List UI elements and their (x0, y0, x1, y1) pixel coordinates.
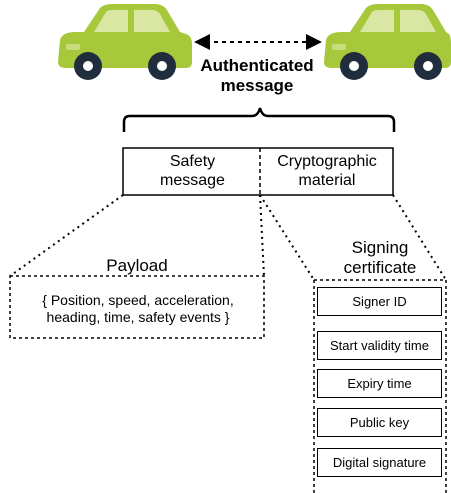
authenticated-message-label: Authenticated message (200, 56, 314, 96)
sender-car-icon (58, 4, 192, 80)
cryptographic-material-label: Cryptographic material (277, 153, 377, 190)
message-brace (122, 107, 396, 132)
payload-content: { Position, speed, acceleration, heading… (42, 292, 234, 325)
start-validity-time-field: Start validity time (317, 331, 442, 360)
message-box (122, 147, 394, 196)
safety-message-label: Safety message (160, 153, 225, 190)
signer-id-field: Signer ID (317, 287, 442, 316)
signing-certificate-title: Signing certificate (343, 238, 417, 278)
digital-signature-field: Digital signature (317, 448, 442, 477)
payload-box (9, 275, 265, 339)
payload-title: Payload (106, 256, 168, 275)
receiver-car-icon (324, 4, 451, 80)
public-key-field: Public key (317, 408, 442, 437)
expiry-time-field: Expiry time (317, 369, 442, 398)
